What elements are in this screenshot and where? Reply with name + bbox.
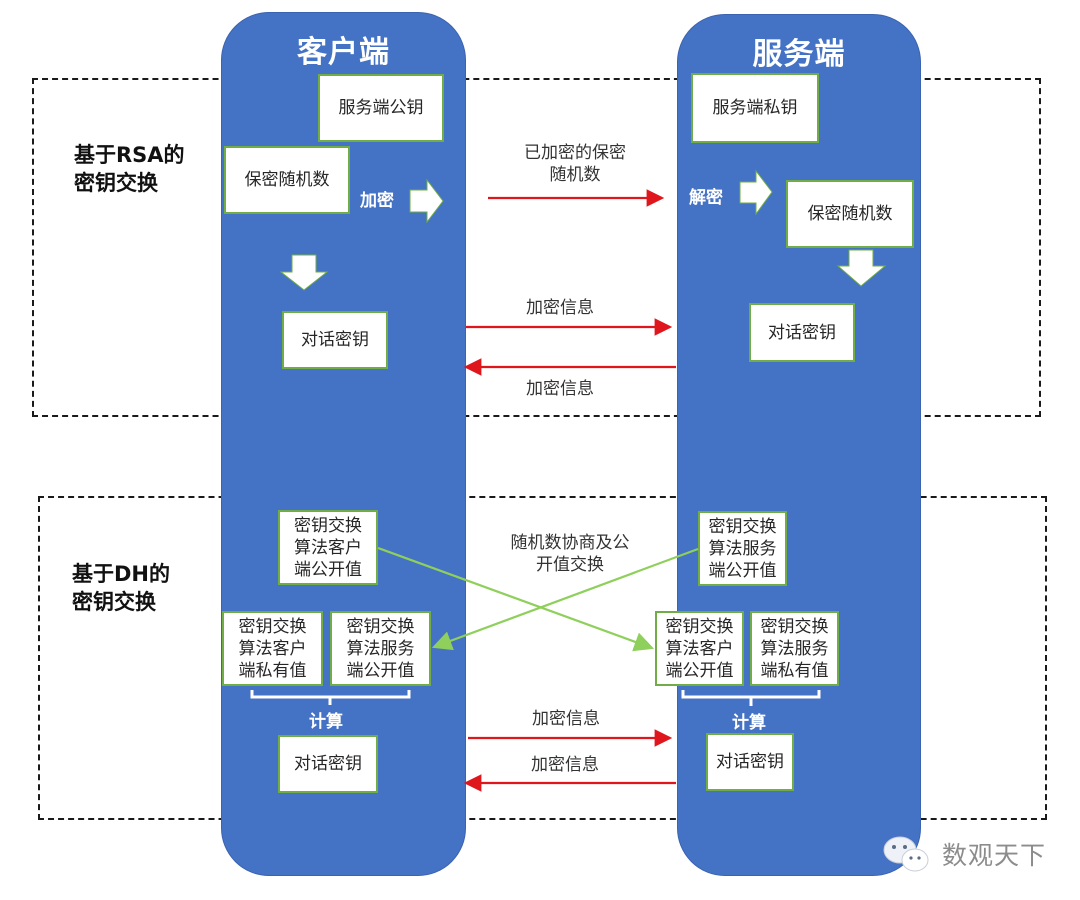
server-dh-session-key-box: 对话密钥 — [706, 733, 794, 791]
server-dh-public-line1: 密钥交换 — [708, 516, 777, 537]
client-dh-public-value-box: 密钥交换算法客户端公开值 — [278, 510, 378, 585]
server-private-key-label: 服务端私钥 — [712, 98, 798, 118]
client-dh-public-line3: 端公开值 — [294, 559, 362, 580]
dh-section-label-line2: 密钥交换 — [72, 590, 156, 614]
server-compute-label: 计算 — [732, 713, 766, 733]
watermark: 数观天下 — [882, 834, 1046, 874]
client-rsa-session-key-box: 对话密钥 — [282, 311, 388, 369]
client-compute-label: 计算 — [309, 712, 343, 732]
decrypt-arrow-icon — [739, 169, 773, 216]
server-secret-random-box: 保密随机数 — [786, 180, 914, 248]
wechat-icon — [883, 836, 929, 872]
msg-encrypted-random-line2: 随机数 — [549, 165, 601, 185]
client-dh-private-line1: 密钥交换 — [238, 616, 307, 637]
server-received-client-public-box: 密钥交换算法客户端公开值 — [655, 611, 744, 686]
server-dh-session-key-label: 对话密钥 — [716, 752, 784, 772]
client-dh-public-line2: 算法客户 — [294, 537, 362, 558]
client-compute-bracket — [250, 690, 411, 705]
server-column-title: 服务端 — [752, 37, 846, 72]
client-dh-private-value-box: 密钥交换算法客户端私有值 — [222, 611, 323, 686]
rsa-server-down-arrow-icon — [836, 249, 887, 287]
client-column-title: 客户端 — [297, 35, 390, 70]
server-dh-public-line2: 算法服务 — [708, 538, 777, 559]
msg-encrypted-random: 已加密的保密 随机数 — [508, 142, 642, 186]
server-dh-public-line3: 端公开值 — [708, 560, 777, 581]
dh-msg-info-to-client: 加密信息 — [531, 755, 599, 775]
client-dh-private-line2: 算法客户 — [238, 638, 307, 659]
decrypt-label: 解密 — [689, 188, 723, 208]
rsa-msg-info-to-server: 加密信息 — [526, 298, 594, 318]
server-dh-private-line1: 密钥交换 — [760, 616, 829, 637]
server-dh-private-line3: 端私有值 — [760, 660, 829, 681]
dh-msg-info-to-server: 加密信息 — [532, 709, 600, 729]
msg-public-exchange-line2: 开值交换 — [536, 555, 604, 575]
dh-section-label: 基于DH的 密钥交换 — [72, 560, 170, 616]
server-compute-bracket — [681, 690, 821, 706]
rsa-section-label-line2: 密钥交换 — [74, 171, 158, 195]
server-recv-client-public-line1: 密钥交换 — [665, 616, 734, 637]
server-secret-random-label: 保密随机数 — [807, 204, 893, 224]
client-secret-random-box: 保密随机数 — [224, 146, 350, 214]
server-dh-private-value-box: 密钥交换算法服务端私有值 — [750, 611, 839, 686]
client-public-to-server-arrow — [377, 546, 655, 652]
msg-public-exchange-line1: 随机数协商及公 — [510, 533, 630, 553]
rsa-client-down-arrow-icon — [279, 254, 329, 291]
client-rsa-session-key-label: 对话密钥 — [301, 330, 369, 350]
rsa-section-label-line1: 基于RSA的 — [74, 143, 185, 167]
client-recv-server-public-line2: 算法服务 — [346, 638, 415, 659]
client-received-server-public-box: 密钥交换算法服务端公开值 — [330, 611, 431, 686]
server-recv-client-public-line3: 端公开值 — [665, 660, 734, 681]
server-private-key-box: 服务端私钥 — [691, 73, 819, 143]
client-server-public-key-label: 服务端公钥 — [338, 98, 424, 118]
encrypt-label: 加密 — [360, 191, 394, 211]
encrypt-arrow-icon — [409, 178, 444, 224]
client-dh-private-line3: 端私有值 — [238, 660, 307, 681]
server-public-to-client-arrow — [431, 547, 699, 651]
server-rsa-session-key-label: 对话密钥 — [768, 322, 836, 343]
msg-public-exchange: 随机数协商及公 开值交换 — [494, 532, 646, 576]
client-secret-random-label: 保密随机数 — [244, 170, 330, 190]
dh-section-frame — [38, 496, 1047, 820]
watermark-text: 数观天下 — [942, 841, 1047, 870]
server-column: 服务端 — [677, 14, 921, 876]
server-recv-client-public-line2: 算法客户 — [665, 638, 734, 659]
client-dh-public-line1: 密钥交换 — [294, 515, 362, 536]
rsa-msg-info-to-client: 加密信息 — [526, 379, 594, 399]
server-dh-public-value-box: 密钥交换算法服务端公开值 — [698, 511, 787, 586]
client-dh-session-key-label: 对话密钥 — [294, 754, 362, 774]
rsa-section-label: 基于RSA的 密钥交换 — [74, 141, 185, 197]
server-rsa-session-key-box: 对话密钥 — [749, 303, 855, 362]
client-recv-server-public-line3: 端公开值 — [346, 660, 415, 681]
client-recv-server-public-line1: 密钥交换 — [346, 616, 415, 637]
dh-section-label-line1: 基于DH的 — [72, 562, 171, 586]
client-dh-session-key-box: 对话密钥 — [278, 735, 378, 793]
msg-encrypted-random-line1: 已加密的保密 — [524, 143, 626, 163]
rsa-section-frame — [32, 78, 1041, 417]
server-dh-private-line2: 算法服务 — [760, 638, 829, 659]
client-server-public-key-box: 服务端公钥 — [318, 74, 444, 142]
